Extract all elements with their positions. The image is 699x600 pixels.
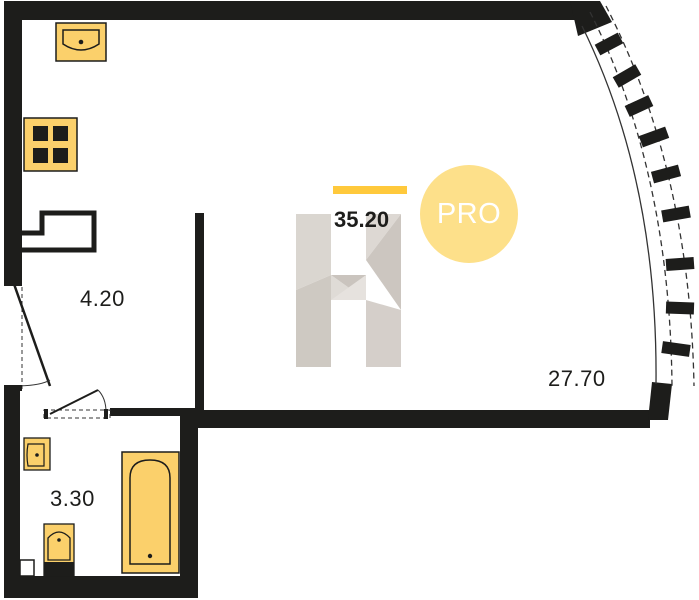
bathtub-icon (121, 451, 180, 574)
toilet-icon (43, 523, 75, 577)
wall-left-lower (4, 389, 20, 598)
room-area-living: 27.70 (548, 366, 606, 391)
sink-icon (55, 22, 107, 62)
entrance-door[interactable] (4, 280, 52, 391)
partition-living (195, 213, 204, 410)
window-mullions (594, 32, 695, 357)
pro-badge-text: PRO (436, 197, 502, 230)
room-area-hallway: 4.20 (80, 286, 125, 311)
wall-corner-bottom-right (648, 382, 672, 420)
counter-outline (22, 210, 97, 253)
cooktop-icon (23, 117, 78, 172)
room-area-bathroom: 3.30 (50, 486, 95, 511)
wall-left-upper (4, 1, 22, 281)
wall-stub-left-bottom (4, 560, 18, 598)
wall-bath-top (110, 408, 200, 416)
wall-top (4, 1, 600, 20)
h-logo-watermark (296, 214, 401, 367)
shaft-box (19, 559, 35, 577)
walls (4, 1, 672, 598)
wall-corner-top-right (570, 1, 612, 36)
wall-bottom-main (180, 410, 650, 428)
bathroom-door[interactable] (43, 389, 111, 419)
total-area-bar (333, 186, 407, 194)
wall-bath-right (180, 410, 198, 598)
curved-window (581, 5, 695, 387)
wall-bottom-bath (4, 576, 198, 598)
total-area-label: 35.20 (334, 207, 390, 232)
pro-badge: PRO (420, 165, 518, 263)
washbasin-icon (23, 437, 51, 471)
